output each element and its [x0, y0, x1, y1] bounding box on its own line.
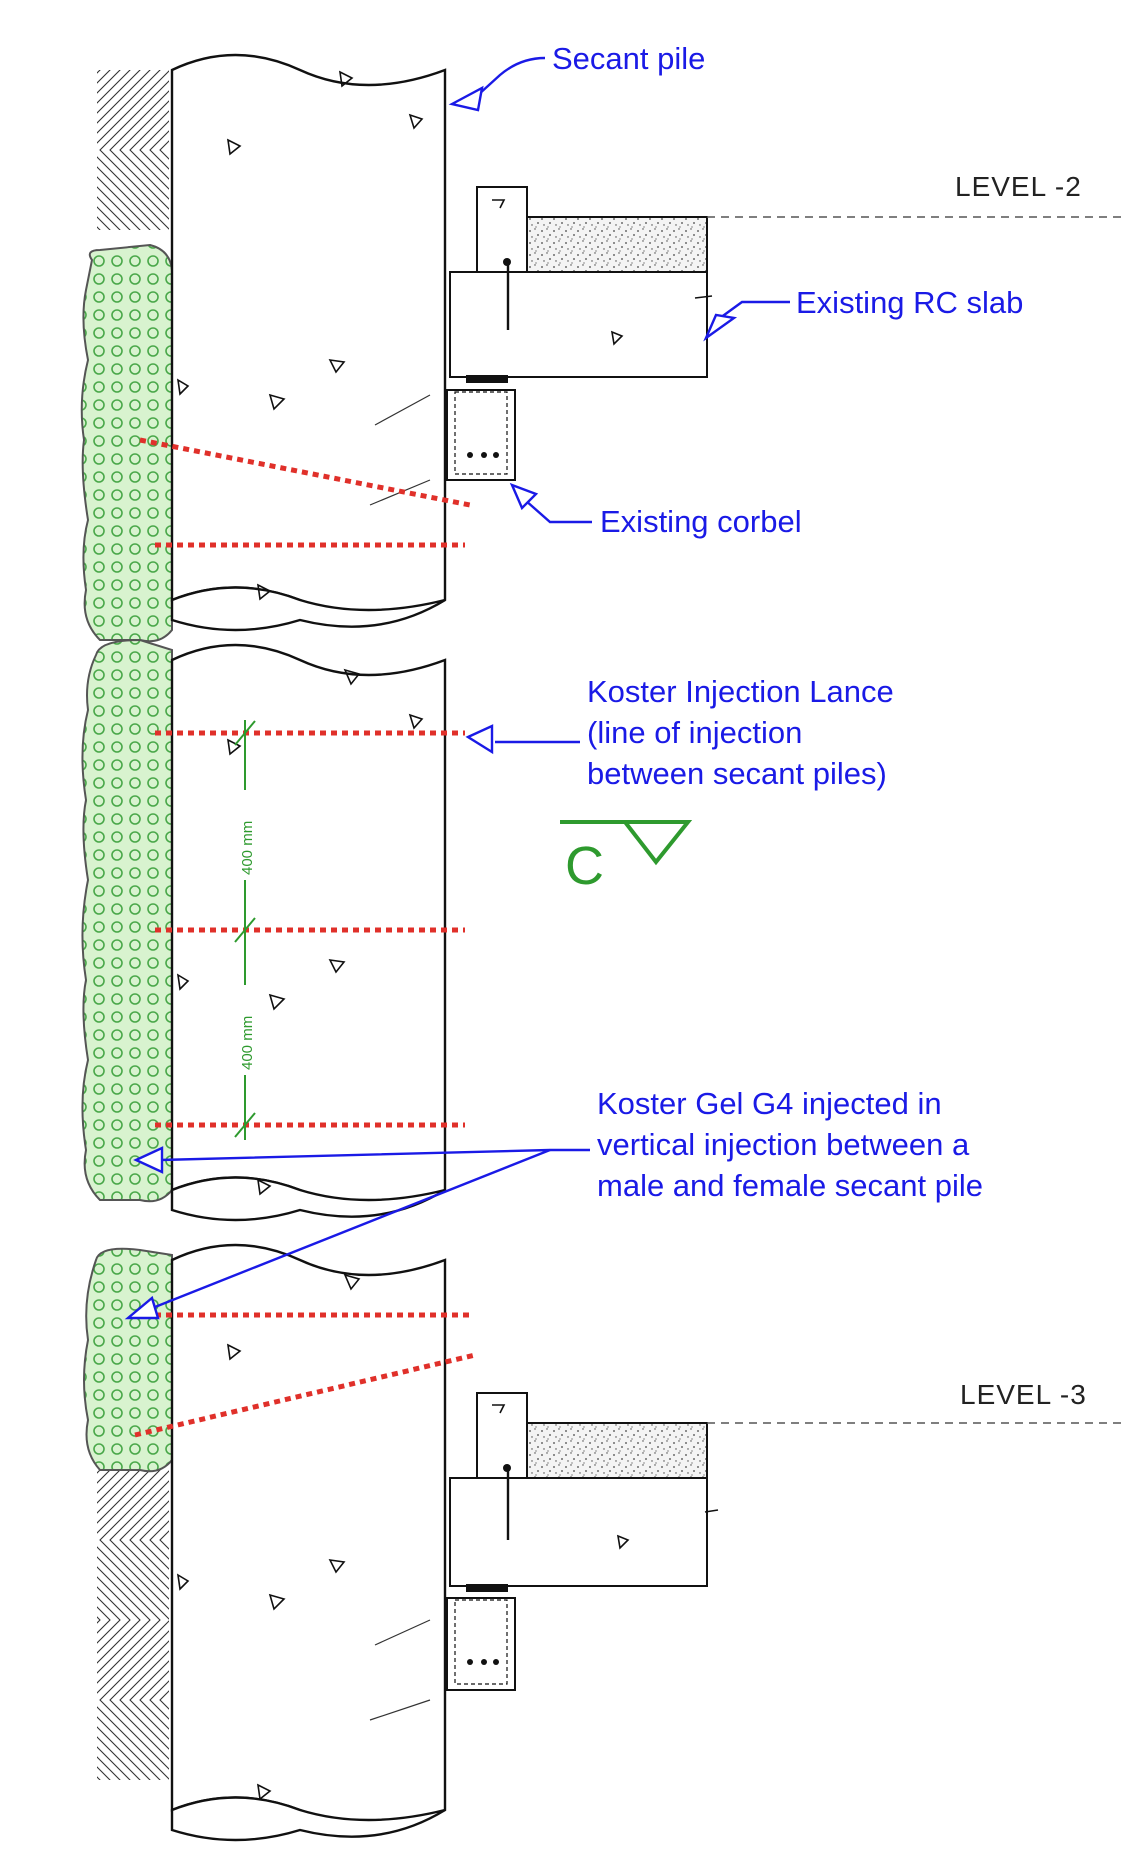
lance-label-line-2: (line of injection — [587, 715, 802, 750]
slab-level-3 — [449, 1392, 719, 1587]
secant-pile-upper — [170, 53, 447, 632]
lance-label-line-1: Koster Injection Lance — [587, 674, 894, 709]
gel-zone-lower — [83, 1247, 173, 1473]
existing-rc-slab-label: Existing RC slab — [796, 285, 1023, 320]
soil-hatching-top — [97, 70, 169, 230]
existing-corbel-label: Existing corbel — [600, 504, 802, 539]
corbel-level-3 — [446, 1584, 516, 1691]
injection-line — [139, 437, 471, 508]
gel-zone-upper — [80, 243, 173, 643]
secant-pile-label: Secant pile — [552, 41, 705, 76]
secant-pile-lower — [170, 1243, 447, 1842]
leader-gel-g4 — [124, 1146, 590, 1320]
leader-injection-lance — [465, 724, 580, 755]
injection-lines — [134, 437, 476, 1438]
gel-label-line-2: vertical injection between a — [597, 1127, 970, 1162]
dimension-chain — [234, 720, 256, 1140]
level-3-label: LEVEL -3 — [960, 1379, 1087, 1410]
section-marker-c: C — [560, 820, 693, 896]
leader-existing-rc-slab — [703, 300, 790, 342]
leader-existing-corbel — [509, 482, 592, 524]
slab-level-2 — [449, 186, 713, 378]
gel-zone-middle — [81, 638, 173, 1203]
lance-label-line-3: between secant piles) — [587, 756, 887, 791]
gel-label-line-1: Koster Gel G4 injected in — [597, 1086, 942, 1121]
dimension-lower-label: 400 mm — [239, 1016, 256, 1070]
leader-secant-pile — [448, 56, 546, 112]
corbel-level-2 — [446, 375, 516, 481]
section-marker-label: C — [565, 836, 604, 896]
dimension-upper-label: 400 mm — [239, 821, 256, 875]
gel-label-line-3: male and female secant pile — [597, 1168, 983, 1203]
injection-line — [134, 1352, 476, 1438]
soil-hatching-bottom — [97, 1460, 169, 1780]
level-2-label: LEVEL -2 — [955, 171, 1082, 202]
